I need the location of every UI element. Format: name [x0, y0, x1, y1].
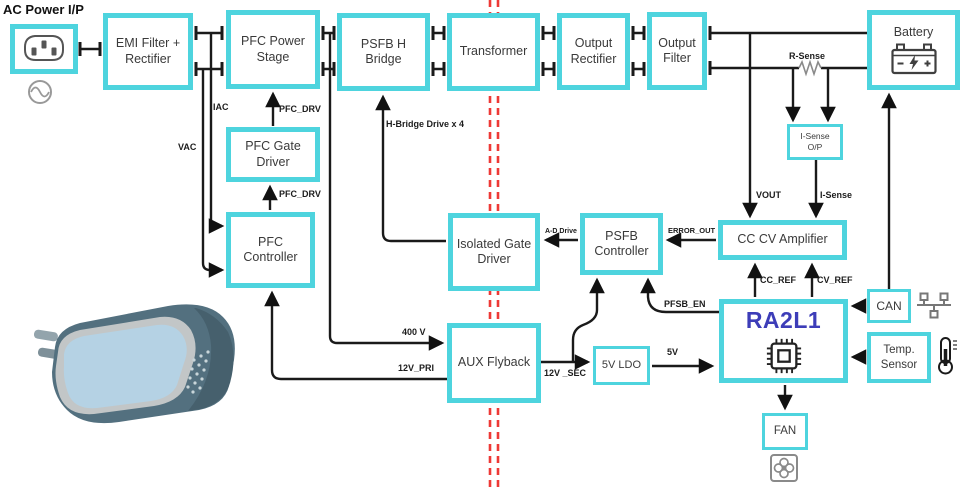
block-label: PSFB Controller [594, 228, 649, 258]
block-psfb-controller: PSFB Controller [580, 213, 663, 275]
signal-wires [201, 33, 897, 411]
can-bus-icon [917, 292, 951, 319]
block-emi-filter-rectifier: EMI Filter + Rectifier [103, 13, 193, 90]
block-label: CC CV Amplifier [737, 232, 828, 247]
block-label: PSFB H Bridge [360, 36, 407, 66]
block-label: Isolated Gate Driver [456, 236, 532, 266]
block-pfc-controller: PFC Controller [226, 212, 315, 288]
block-output-filter: Output Filter [647, 12, 707, 90]
block-pfc-gate-driver: PFC Gate Driver [226, 127, 320, 182]
signal-12v-sec: 12V _SEC [544, 368, 587, 378]
fan-icon [770, 454, 798, 482]
block-label: Transformer [459, 44, 528, 59]
block-label: PFC Gate Driver [245, 139, 301, 169]
signal-error-out: ERROR_OUT [668, 226, 716, 235]
signal-5v: 5V [667, 347, 679, 357]
block-label: 5V LDO [601, 358, 642, 371]
block-label: Battery [893, 24, 934, 39]
block-fan: FAN [762, 413, 808, 450]
signal-vout: VOUT [756, 190, 782, 200]
signal-h-bridge-drive: H-Bridge Drive x 4 [386, 119, 465, 129]
ac-inlet-icon [24, 35, 64, 61]
resistor-icon [798, 59, 822, 77]
signal-400v: 400 V [402, 327, 426, 337]
signal-vac: VAC [178, 142, 197, 152]
mcu-name-label: RA2L1 [745, 307, 822, 333]
block-temp-sensor: Temp. Sensor [867, 332, 931, 383]
ac-adapter-photo [33, 304, 235, 424]
block-label: PFC Power Stage [241, 34, 305, 64]
block-label: Temp. Sensor [880, 344, 918, 371]
thermometer-icon [938, 337, 957, 375]
block-cccv-amplifier: CC CV Amplifier [718, 220, 847, 260]
block-label: I-Sense O/P [800, 130, 830, 152]
page-title: AC Power I/P [3, 2, 84, 17]
signal-pfc-drv-upper: PFC_DRV [279, 104, 321, 114]
signal-iac: IAC [213, 102, 229, 112]
block-aux-flyback: AUX Flyback [447, 323, 541, 403]
signal-i-sense: I-Sense [820, 190, 853, 200]
mcu-chip-icon [766, 338, 801, 374]
signal-pfc-drv-lower: PFC_DRV [279, 189, 321, 199]
block-ac-power-inlet [10, 24, 78, 74]
block-isense-op: I-Sense O/P [787, 124, 843, 160]
block-output-rectifier: Output Rectifier [557, 13, 630, 90]
block-isolated-gate-driver: Isolated Gate Driver [448, 213, 540, 291]
block-can: CAN [867, 289, 911, 323]
ac-sine-icon [28, 80, 52, 104]
block-psfb-h-bridge: PSFB H Bridge [337, 13, 430, 91]
block-label: FAN [773, 425, 797, 438]
block-label: CAN [876, 298, 902, 313]
block-ra2l1-mcu: RA2L1 [719, 299, 848, 383]
signal-cv-ref: CV_REF [817, 275, 853, 285]
signal-12v-pri: 12V_PRI [398, 363, 435, 373]
signal-ad-drive: A-D Drive [545, 228, 577, 235]
block-pfc-power-stage: PFC Power Stage [226, 10, 320, 89]
bus-connectors [78, 26, 867, 76]
block-label: AUX Flyback [457, 355, 531, 370]
block-label: Output Filter [658, 35, 696, 65]
block-transformer: Transformer [447, 13, 540, 91]
signal-cc-ref: CC_REF [760, 275, 797, 285]
battery-icon [890, 43, 937, 75]
signal-pfsb-en: PFSB_EN [664, 299, 706, 309]
block-label: EMI Filter + Rectifier [115, 36, 181, 66]
signal-r-sense: R-Sense [789, 51, 826, 61]
block-label: PFC Controller [243, 234, 298, 264]
block-battery: Battery [867, 10, 960, 90]
block-5v-ldo: 5V LDO [593, 346, 650, 385]
block-label: Output Rectifier [570, 36, 617, 66]
